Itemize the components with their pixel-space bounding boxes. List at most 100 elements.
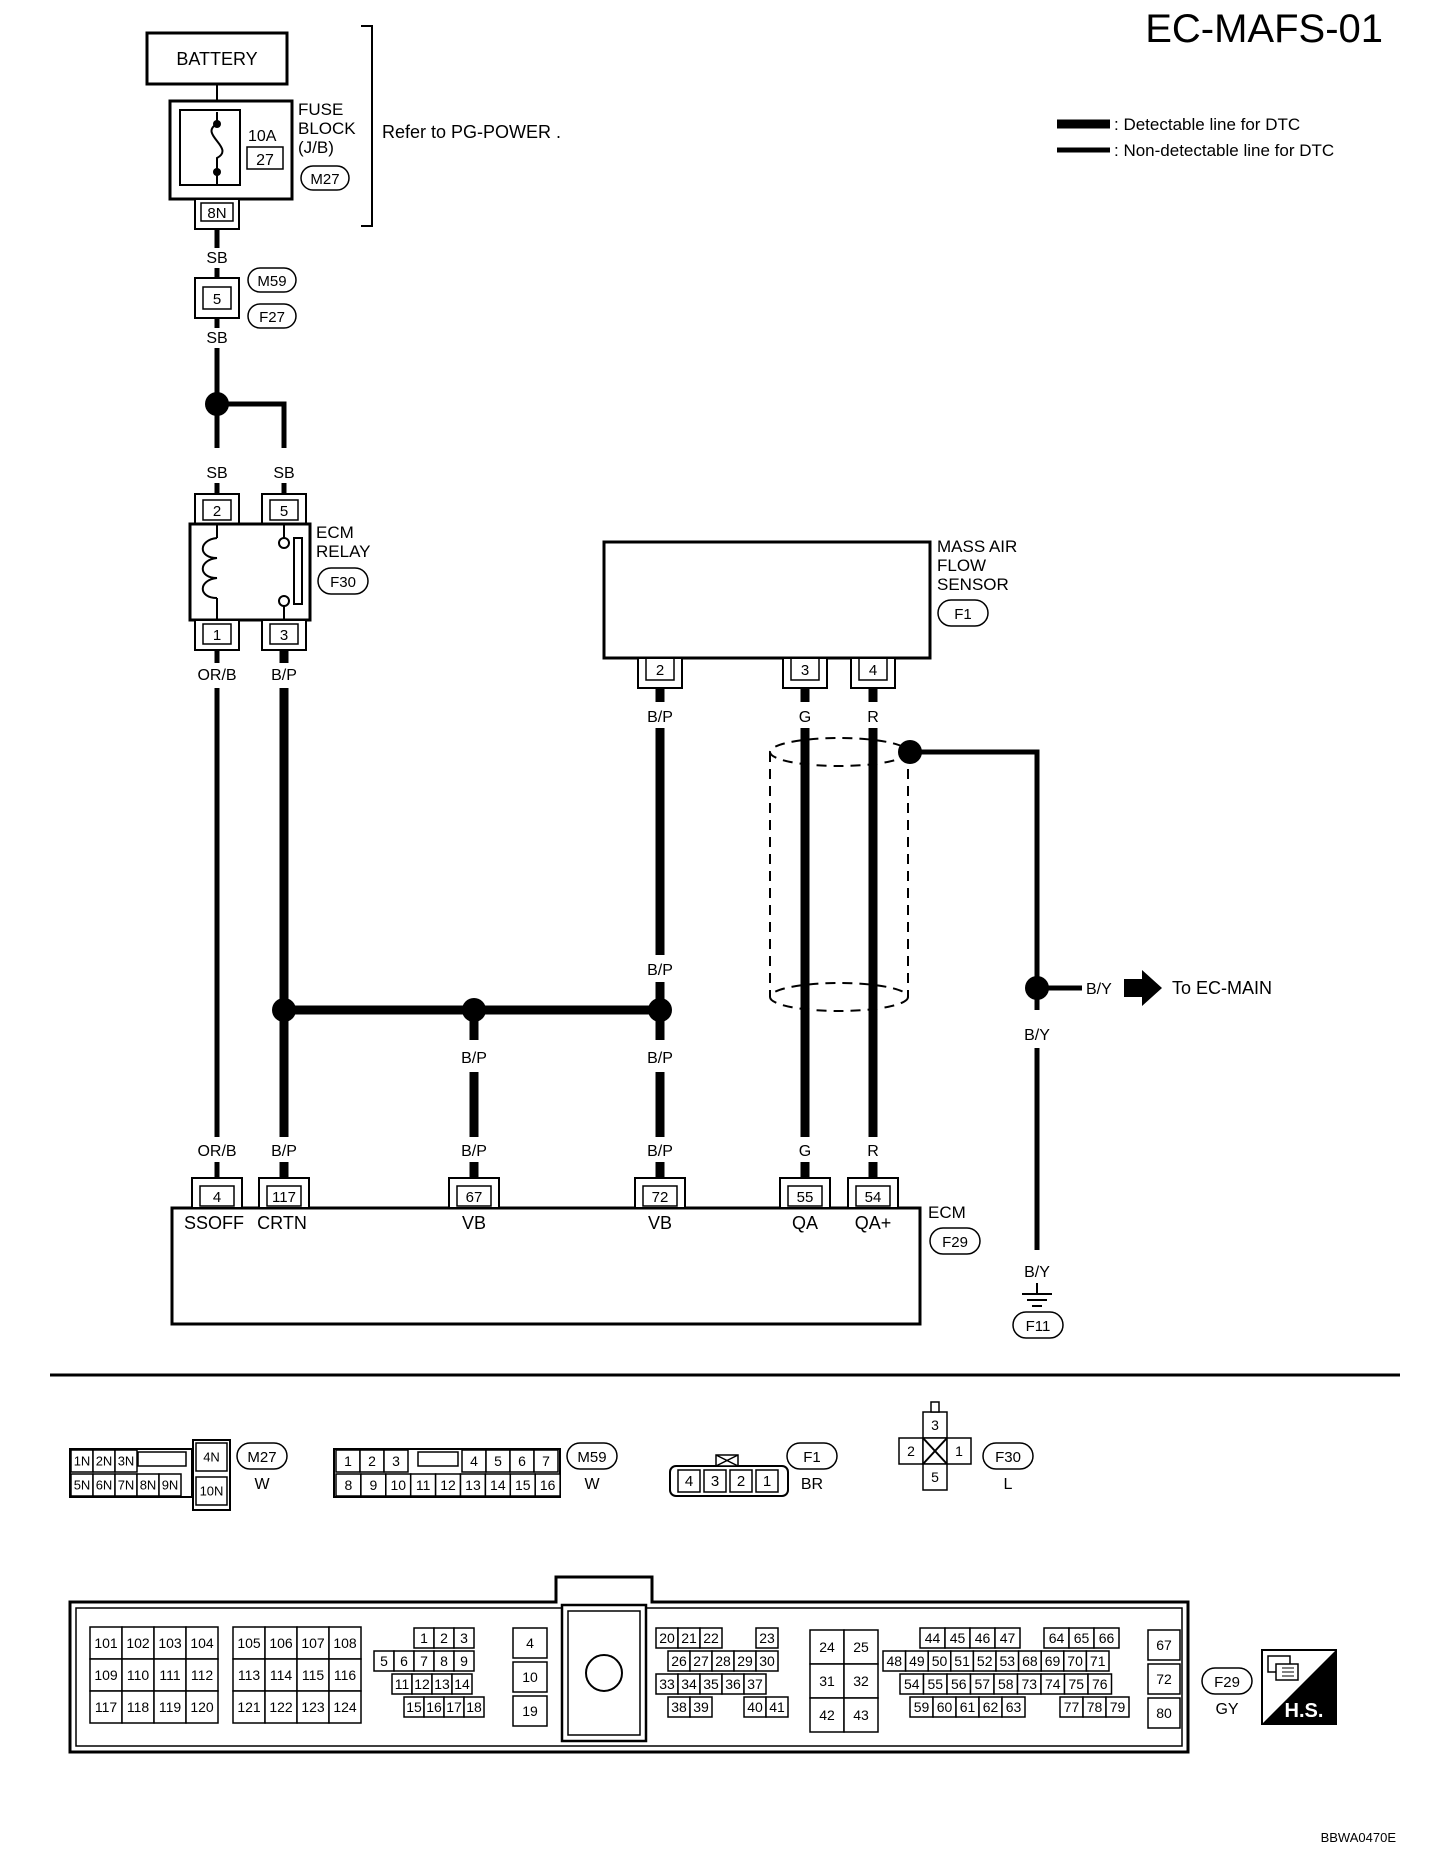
fuse-amp: 10A [248, 128, 277, 145]
svg-text:111: 111 [159, 1667, 180, 1683]
svg-text:2: 2 [213, 503, 221, 520]
m59-cavity-11: 11 [409, 1473, 437, 1497]
svg-text:78: 78 [1087, 1699, 1103, 1715]
svg-text:13: 13 [434, 1676, 450, 1692]
svg-text:12: 12 [440, 1477, 456, 1493]
ecm-pin-117: 117 [258, 1177, 310, 1209]
m27-cavity-9N: 9N [158, 1473, 182, 1497]
f29-cavity-18: 18 [463, 1696, 485, 1718]
harness-side-label: H.S. [1285, 1700, 1324, 1722]
svg-text:6N: 6N [96, 1478, 113, 1493]
f29-cavity-51: 51 [950, 1650, 975, 1672]
svg-text:108: 108 [333, 1635, 357, 1651]
svg-text:1: 1 [955, 1443, 963, 1459]
svg-text:101: 101 [94, 1635, 118, 1651]
maf-connector-id: F1 [954, 606, 972, 623]
svg-text:116: 116 [334, 1667, 357, 1683]
f30-cavity-3: 3 [922, 1411, 948, 1439]
wire-label-bp-7: B/P [461, 1143, 487, 1160]
f29-cavity-43: 43 [843, 1697, 879, 1733]
svg-text:1N: 1N [74, 1454, 91, 1469]
svg-text:11: 11 [395, 1676, 410, 1692]
f29-cavity-122: 122 [264, 1690, 298, 1724]
svg-text:42: 42 [819, 1707, 835, 1723]
f29-cavity-107: 107 [296, 1626, 330, 1660]
m59-cavity-9: 9 [360, 1473, 387, 1497]
fuse-block: 10A 27 [168, 99, 294, 201]
relay-coil-icon [201, 537, 218, 599]
f29-cavity-25: 25 [843, 1629, 879, 1665]
svg-text:3: 3 [931, 1417, 939, 1433]
f29-cavity-110: 110 [121, 1658, 155, 1692]
svg-text:1: 1 [344, 1453, 352, 1469]
f30-cavity-1: 1 [946, 1437, 972, 1465]
svg-text:102: 102 [126, 1635, 150, 1651]
m27-cavity-7N: 7N [114, 1473, 138, 1497]
wire-label-g-2: G [799, 1143, 811, 1160]
f29-cavity-67: 67 [1147, 1629, 1181, 1661]
svg-text:120: 120 [190, 1699, 214, 1715]
f29-cavity-105: 105 [232, 1626, 266, 1660]
svg-text:103: 103 [158, 1635, 182, 1651]
svg-text:62: 62 [983, 1699, 999, 1715]
f29-cavity-20: 20 [655, 1627, 679, 1649]
f29-cavity-11: 11 [391, 1673, 413, 1695]
m27-cavity-4N: 4N [195, 1442, 228, 1472]
svg-text:4: 4 [869, 662, 877, 679]
f29-cavity-3: 3 [453, 1627, 475, 1649]
f29-cavity-74: 74 [1040, 1673, 1066, 1695]
ecm-pin-67: 67 [448, 1177, 500, 1209]
svg-text:8: 8 [440, 1653, 448, 1669]
battery-label: BATTERY [176, 49, 257, 69]
svg-text:50: 50 [932, 1653, 948, 1669]
svg-text:5N: 5N [74, 1478, 91, 1493]
f29-cavity-35: 35 [699, 1673, 723, 1695]
f29-cavity-72: 72 [1147, 1663, 1181, 1695]
svg-text:33: 33 [659, 1676, 675, 1692]
svg-text:109: 109 [94, 1667, 118, 1683]
wire-label-bp-4: B/P [461, 1050, 487, 1067]
svg-text:20: 20 [659, 1630, 675, 1646]
ecm-pin-4: 4 [191, 1177, 243, 1209]
svg-text:64: 64 [1049, 1630, 1065, 1646]
f29-cavity-9: 9 [453, 1650, 475, 1672]
power-bracket [361, 25, 373, 227]
f29-cavity-70: 70 [1063, 1650, 1088, 1672]
f29-cavity-38: 38 [667, 1696, 691, 1718]
svg-text:60: 60 [937, 1699, 953, 1715]
svg-text:70: 70 [1067, 1653, 1083, 1669]
wire-label-orb-1: OR/B [197, 667, 236, 684]
f29-cavity-104: 104 [185, 1626, 219, 1660]
maf-label-2: FLOW [937, 556, 986, 575]
svg-text:48: 48 [887, 1653, 903, 1669]
svg-text:41: 41 [769, 1699, 785, 1715]
relay-contact-icon [293, 537, 303, 605]
m27-cavity-8N: 8N [136, 1473, 160, 1497]
svg-text:8N: 8N [140, 1478, 157, 1493]
svg-text:52: 52 [977, 1653, 993, 1669]
f29-cavity-59: 59 [909, 1696, 934, 1718]
svg-text:119: 119 [159, 1699, 182, 1715]
f29-cavity-41: 41 [765, 1696, 789, 1718]
svg-text:61: 61 [960, 1699, 976, 1715]
svg-text:1: 1 [763, 1473, 771, 1490]
legend-detectable-text: : Detectable line for DTC [1114, 115, 1300, 134]
f29-cavity-121: 121 [232, 1690, 266, 1724]
wire-label-sb-4: SB [273, 465, 294, 482]
svg-text:23: 23 [759, 1630, 775, 1646]
f29-cavity-63: 63 [1001, 1696, 1026, 1718]
f29-cavity-48: 48 [882, 1650, 907, 1672]
svg-text:7: 7 [542, 1453, 550, 1469]
f29-cavity-71: 71 [1085, 1650, 1110, 1672]
wire-label-by-1: B/Y [1086, 981, 1112, 998]
svg-text:69: 69 [1045, 1653, 1061, 1669]
svg-text:28: 28 [715, 1653, 731, 1669]
svg-text:56: 56 [951, 1676, 967, 1692]
svg-text:22: 22 [703, 1630, 719, 1646]
f1-cavity-4: 4 [677, 1469, 701, 1493]
svg-text:15: 15 [406, 1699, 422, 1715]
svg-text:5: 5 [213, 291, 221, 308]
svg-text:3: 3 [711, 1473, 719, 1490]
svg-text:21: 21 [681, 1630, 697, 1646]
